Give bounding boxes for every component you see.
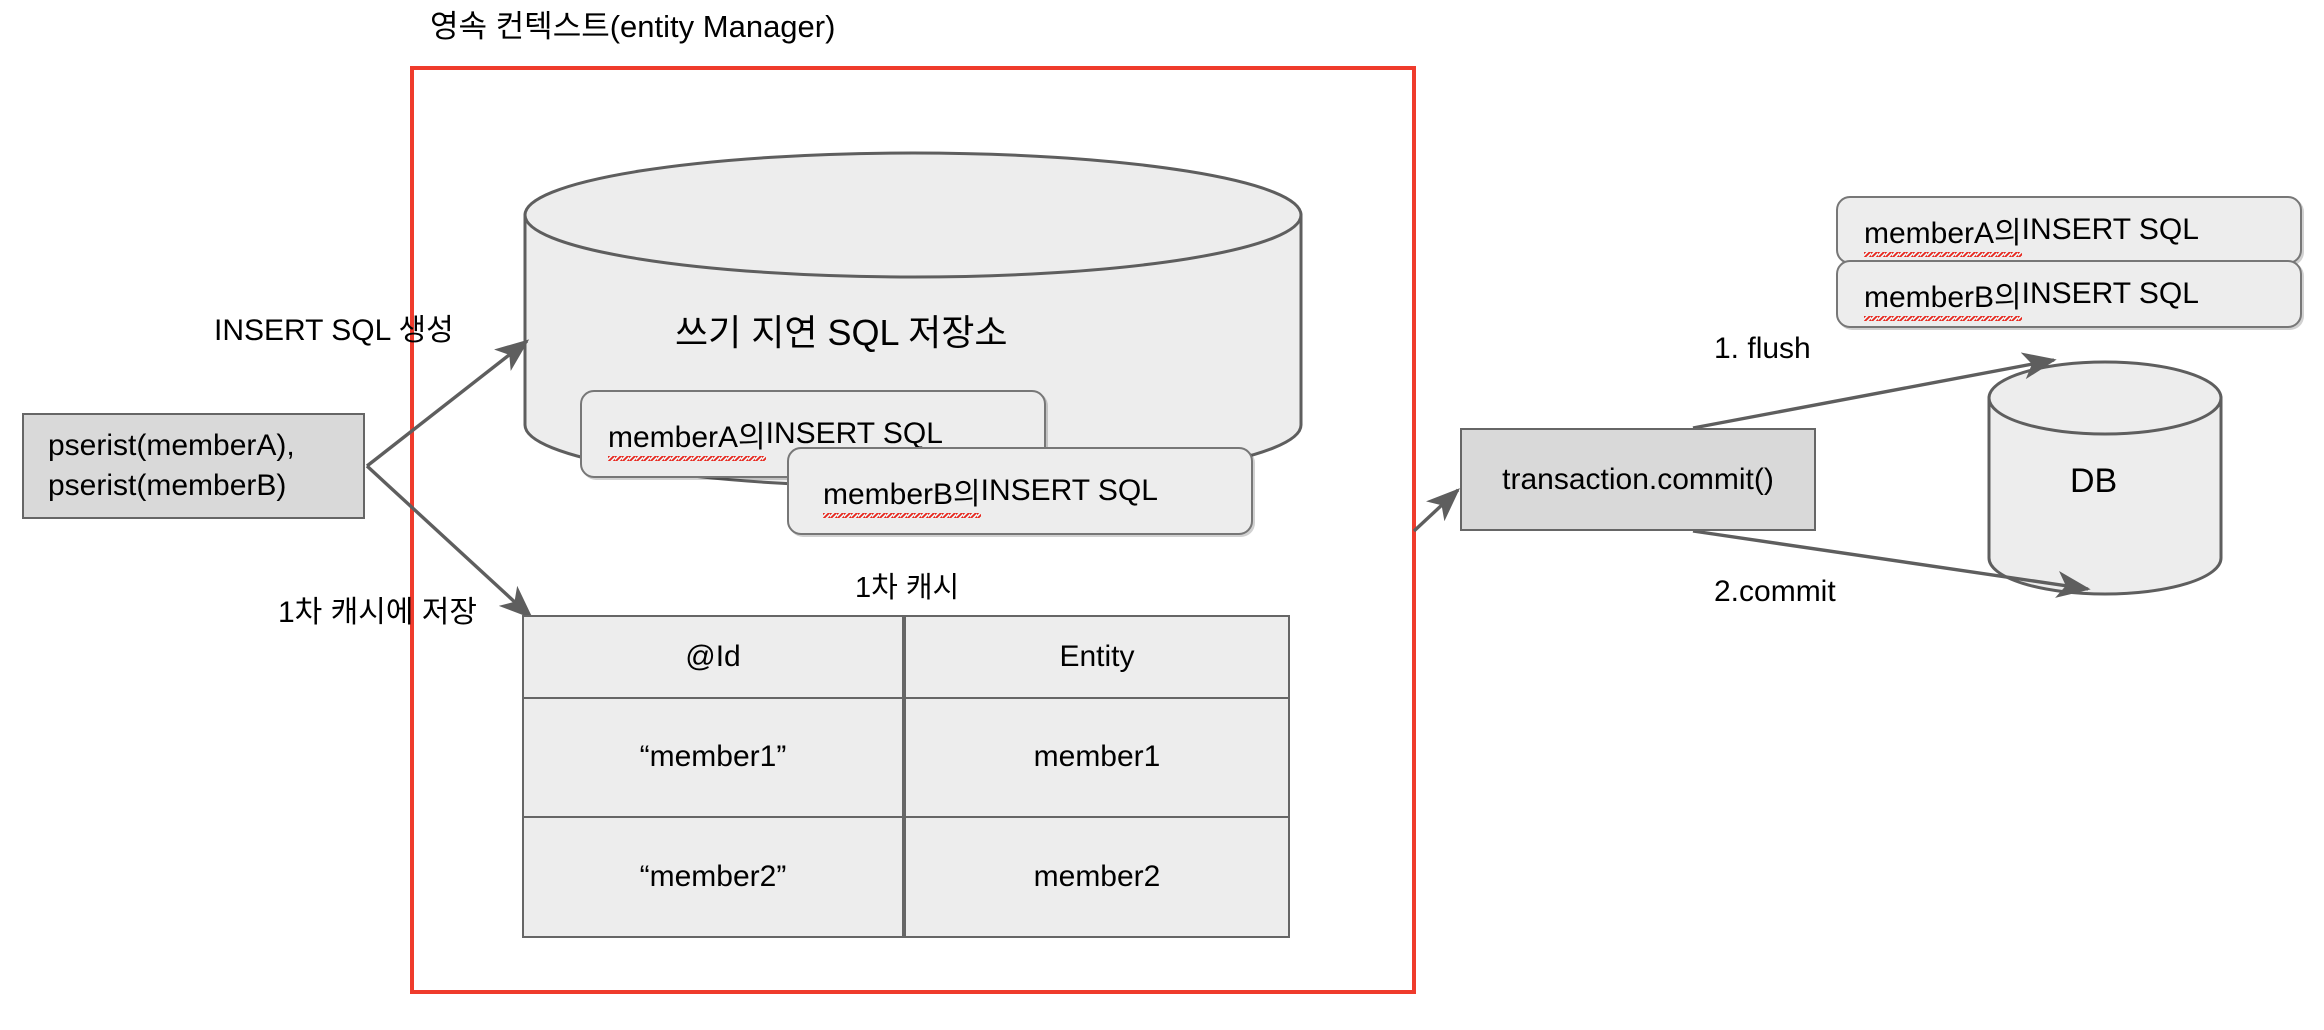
arrow-flush (1692, 352, 2057, 430)
first-level-cache-table: @Id Entity “member1” member1 “member2” m… (522, 615, 1290, 938)
cache-row-2-entity: member2 (1033, 859, 1161, 893)
flushed-sql-b-prefix: memberB의 (1864, 281, 2022, 321)
label-commit: 2.commit (1714, 575, 1836, 608)
label-save-to-first-level-cache: 1차 캐시에 저장 (278, 596, 477, 629)
label-flush: 1. flush (1714, 332, 1811, 365)
persist-calls-box[interactable]: pserist(memberA), pserist(memberB) (22, 413, 365, 519)
label-insert-sql-generated: INSERT SQL 생성 (214, 314, 454, 347)
queued-sql-a-suffix: INSERT SQL (765, 417, 943, 450)
cache-row-1-id: “member1” (524, 699, 906, 818)
persist-call-line-2: pserist(memberB) (48, 469, 287, 502)
transaction-commit-box[interactable]: transaction.commit() (1460, 428, 1816, 531)
transaction-commit-label: transaction.commit() (1502, 462, 1774, 496)
queued-sql-b-suffix: INSERT SQL (980, 474, 1158, 507)
cache-header-entity: Entity (906, 617, 1288, 699)
arrow-to-transaction-commit (1412, 488, 1460, 533)
cache-row-1-entity: member1 (906, 699, 1288, 818)
queued-sql-box-member-b[interactable]: memberB의 INSERT SQL (787, 447, 1253, 535)
write-behind-sql-store-title: 쓰기 지연 SQL 저장소 (675, 312, 1008, 353)
flushed-sql-box-member-b[interactable]: memberB의 INSERT SQL (1836, 260, 2302, 328)
cache-row-2-id: “member2” (524, 817, 906, 936)
flushed-sql-box-member-a[interactable]: memberA의 INSERT SQL (1836, 196, 2302, 264)
queued-sql-b-prefix: memberB의 (823, 478, 981, 518)
flushed-sql-a-prefix: memberA의 (1864, 217, 2022, 257)
cache-header-id: @Id (524, 617, 906, 699)
database-label: DB (2070, 462, 2118, 500)
arrow-insert-sql (365, 339, 530, 468)
first-level-cache-title: 1차 캐시 (855, 572, 960, 604)
queued-sql-a-prefix: memberA의 (608, 421, 766, 461)
flushed-sql-b-suffix: INSERT SQL (2021, 277, 2199, 310)
flushed-sql-a-suffix: INSERT SQL (2021, 213, 2199, 246)
persistence-context-title: 영속 컨텍스트(entity Manager) (430, 9, 836, 44)
persist-call-line-1: pserist(memberA), (48, 429, 295, 463)
